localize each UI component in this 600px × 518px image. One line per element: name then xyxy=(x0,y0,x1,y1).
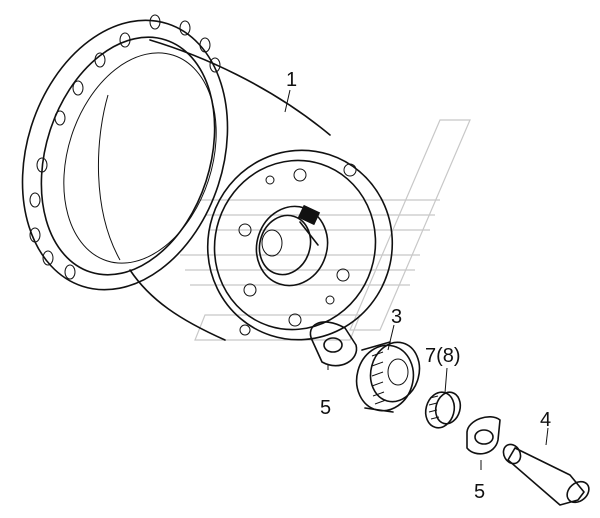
callout-part-7-8: 7(8) xyxy=(425,345,461,367)
front-bolt-holes xyxy=(238,163,357,336)
hub-housing xyxy=(21,14,394,341)
callout-part-5-left: 5 xyxy=(320,397,331,419)
callout-part-1: 1 xyxy=(286,69,297,91)
flange-bolt-holes xyxy=(29,14,221,280)
watermark xyxy=(180,119,471,341)
callout-part-3: 3 xyxy=(391,306,402,328)
lock-washer-right xyxy=(466,416,501,455)
leader-lines xyxy=(284,89,549,470)
pin xyxy=(502,443,590,506)
callout-part-5-right: 5 xyxy=(474,481,485,503)
needle-bearing xyxy=(424,391,462,429)
lock-washer-left xyxy=(309,321,358,367)
callout-part-4: 4 xyxy=(540,409,551,431)
splined-sleeve xyxy=(355,341,421,413)
